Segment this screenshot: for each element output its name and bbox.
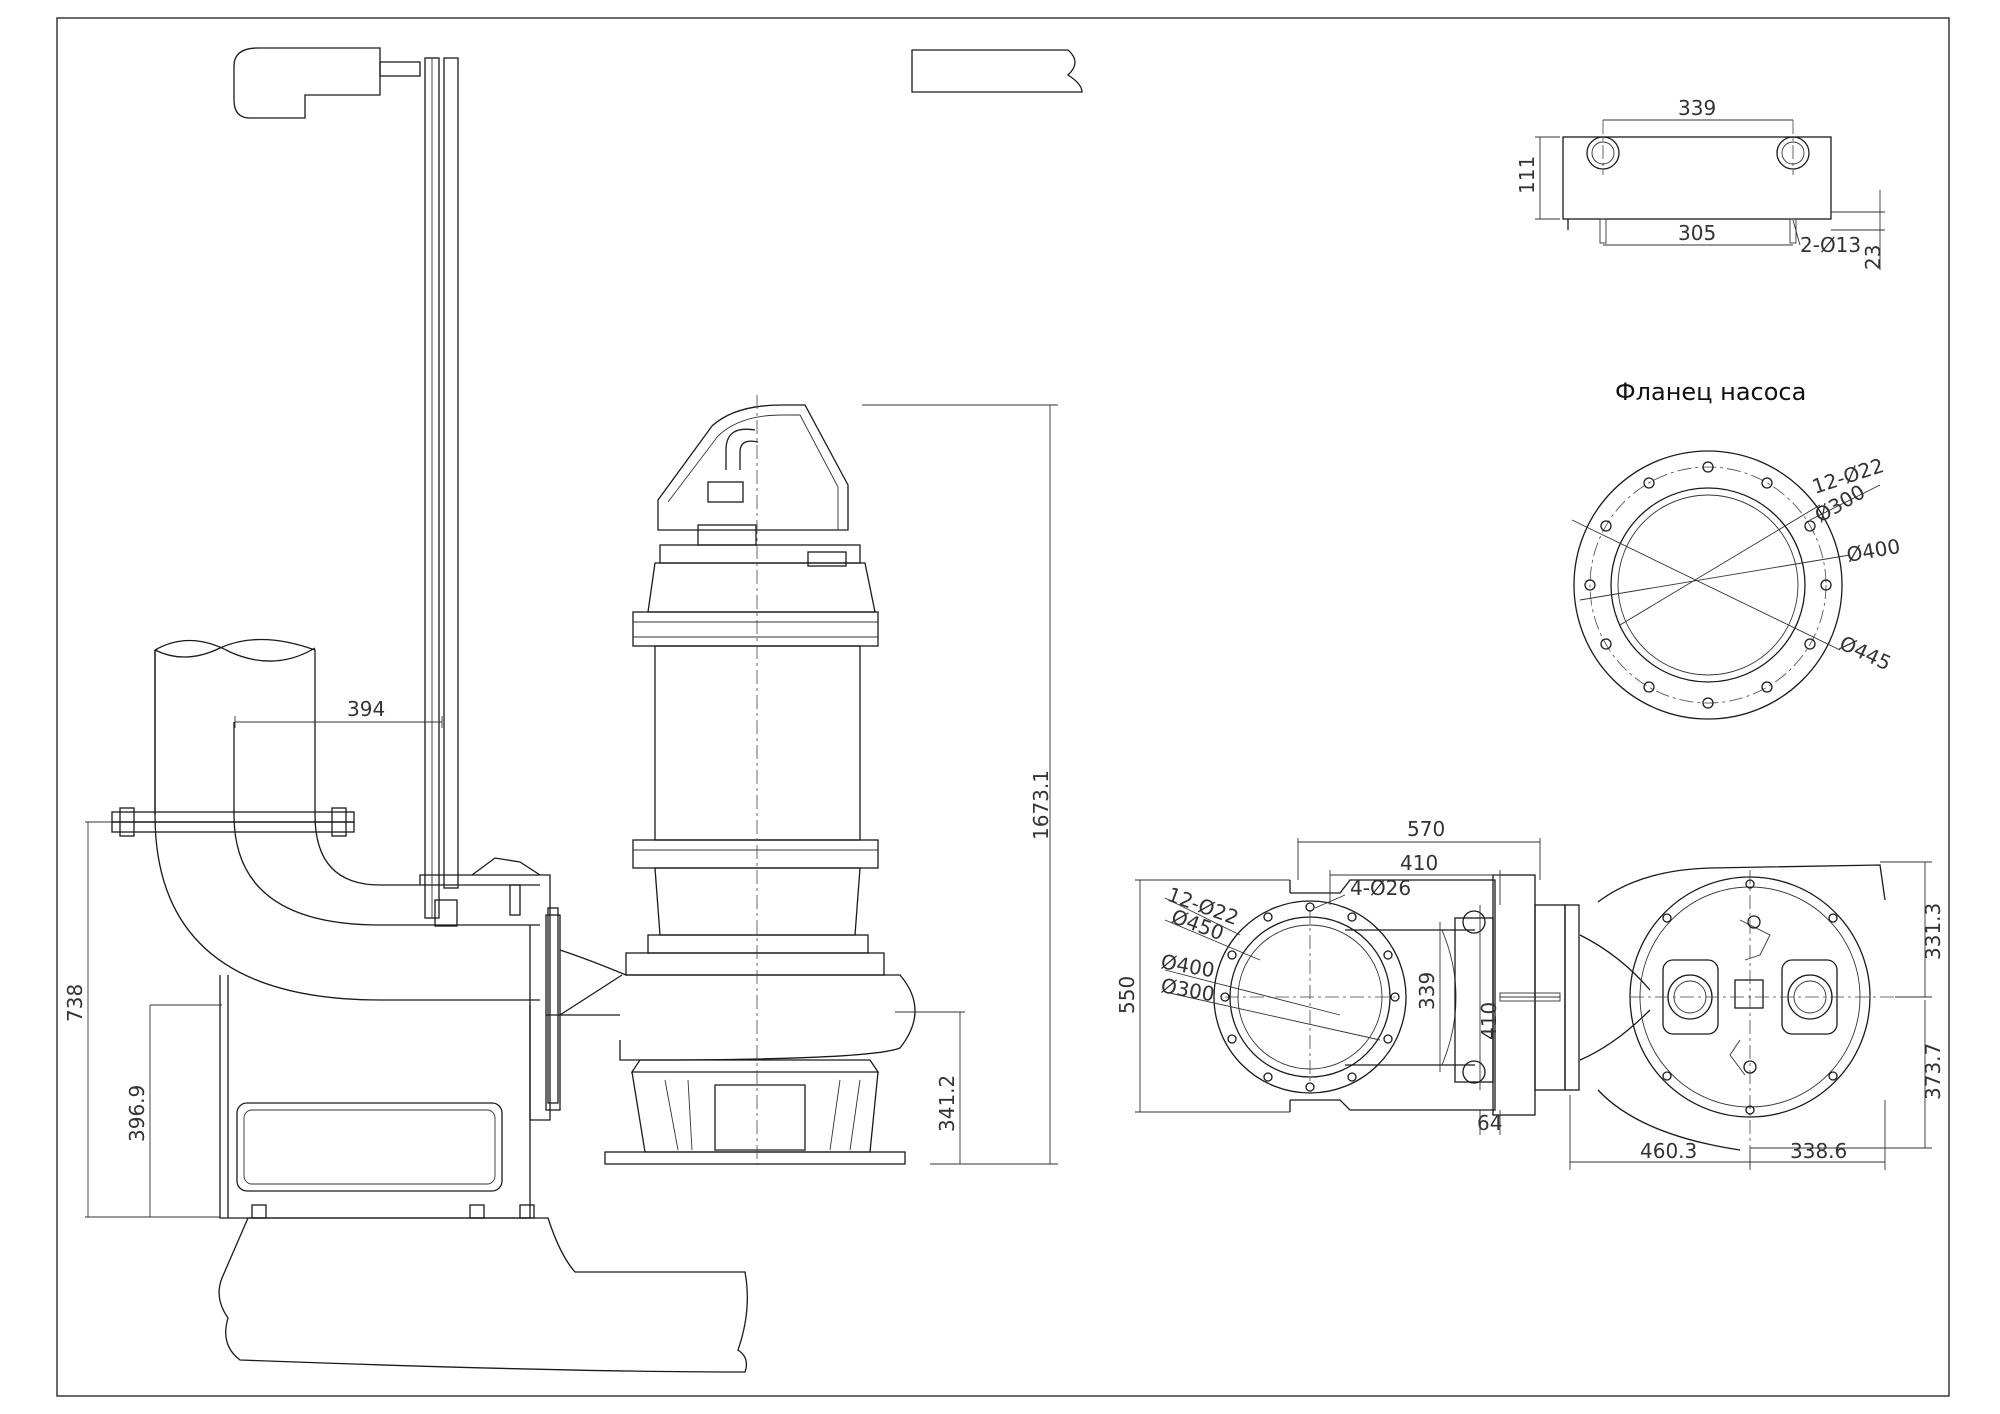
flange-d400: Ø400 — [1845, 534, 1902, 567]
dim-410-h: 410 — [1400, 851, 1438, 875]
dim-396-9: 396.9 — [125, 1085, 149, 1142]
flange-d445: Ø445 — [1836, 631, 1895, 676]
dim-2-13: 2-Ø13 — [1800, 233, 1861, 257]
dim-460-3: 460.3 — [1640, 1139, 1697, 1163]
flange-title: Фланец насоса — [1615, 378, 1806, 406]
pump-plan-view — [1579, 864, 1895, 1170]
dim-339-top: 339 — [1678, 96, 1716, 120]
dim-570: 570 — [1407, 817, 1445, 841]
dim-4-26: 4-Ø26 — [1350, 876, 1411, 900]
dim-1673: 1673.1 — [1029, 770, 1053, 840]
dim-338-6: 338.6 — [1790, 1139, 1847, 1163]
drawing-frame — [56, 17, 1950, 1397]
dim-23: 23 — [1861, 245, 1885, 270]
guide-rail — [424, 57, 459, 919]
dim-305: 305 — [1678, 221, 1716, 245]
floor-slab — [218, 1217, 748, 1373]
discharge-pipe — [111, 638, 540, 1001]
dim-738: 738 — [63, 984, 87, 1022]
dim-64: 64 — [1477, 1111, 1502, 1135]
dimensions-side-view — [85, 404, 1058, 1218]
dimensions-pump-plan — [1569, 861, 1932, 1170]
dim-550: 550 — [1115, 976, 1139, 1014]
dim-410-v: 410 — [1477, 1002, 1501, 1040]
dim-111: 111 — [1515, 156, 1539, 194]
ceiling-slab-left — [233, 47, 421, 119]
dim-394: 394 — [347, 697, 385, 721]
coupling-plan-view — [1213, 874, 1580, 1116]
ceiling-slab-right — [911, 49, 1083, 93]
rail-bracket-view — [1535, 119, 1885, 270]
pump-side-view — [545, 395, 916, 1165]
dimensions-plan-view — [1135, 838, 1541, 1135]
coupling-base — [219, 857, 559, 1219]
dim-339-v: 339 — [1415, 972, 1439, 1010]
dim-331-3: 331.3 — [1921, 903, 1945, 960]
dim-341-2: 341.2 — [935, 1075, 959, 1132]
dim-373-7: 373.7 — [1921, 1043, 1945, 1100]
pump-flange-view — [1571, 450, 1881, 720]
